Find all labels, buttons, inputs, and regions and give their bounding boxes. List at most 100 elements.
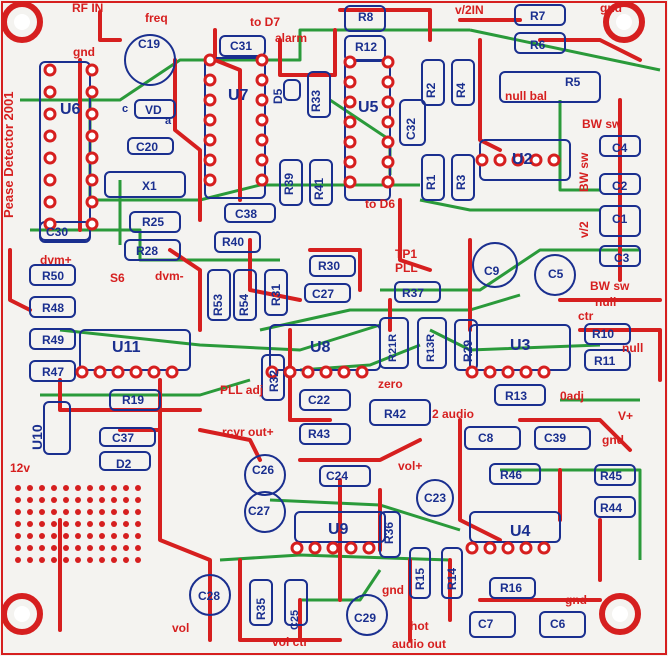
- proto-pad: [75, 533, 81, 539]
- resistor-outline: [309, 255, 356, 277]
- res-r25: R25: [142, 215, 165, 229]
- ic-pin-pad: [381, 115, 395, 129]
- mounting-hole: [1, 593, 43, 635]
- proto-pad: [39, 521, 45, 527]
- cap-outline: [464, 426, 521, 450]
- regulator-outline: [43, 401, 71, 455]
- ic-pin-pad: [203, 53, 217, 67]
- label-v2in: v/2IN: [455, 3, 484, 17]
- res-r49: R49: [42, 333, 65, 347]
- resistor-outline: [594, 496, 636, 518]
- cap-outline: [219, 35, 266, 57]
- diode-outline: [99, 451, 151, 471]
- bottom-trace: [40, 378, 251, 397]
- ic-pin-pad: [355, 365, 369, 379]
- ic-pin-pad: [43, 107, 57, 121]
- proto-pad: [75, 521, 81, 527]
- cap-outline: [599, 135, 641, 157]
- resistor-outline: [584, 349, 631, 371]
- diode-d5: D5: [271, 88, 285, 104]
- label-pll-adj: PLL adj: [220, 383, 264, 397]
- mounting-hole: [1, 1, 43, 43]
- cap-c24: C24: [326, 469, 349, 483]
- resistor-outline: [369, 399, 431, 426]
- res-r32: R32: [267, 369, 281, 392]
- cap-outline: [534, 426, 591, 450]
- res-r45: R45: [600, 469, 623, 483]
- cap-c29: C29: [354, 611, 377, 625]
- bottom-trace: [219, 553, 451, 562]
- res-r2: R2: [424, 82, 438, 98]
- ic-pin-pad: [43, 85, 57, 99]
- ic-pin-pad: [203, 173, 217, 187]
- proto-pad: [111, 545, 117, 551]
- label-to-d7: to D7: [250, 15, 280, 29]
- ic-pin-pad: [511, 153, 525, 167]
- ic-pin-pad: [381, 95, 395, 109]
- label-freq: freq: [145, 11, 168, 25]
- electrolytic-cap-outline: [124, 34, 176, 86]
- top-trace: [578, 328, 662, 382]
- proto-pad: [51, 497, 57, 503]
- ic-pin-pad: [75, 365, 89, 379]
- cap-c22: C22: [308, 393, 331, 407]
- resistor-outline: [261, 354, 285, 401]
- proto-pad: [15, 485, 21, 491]
- proto-pad: [87, 497, 93, 503]
- ic-pin-pad: [85, 151, 99, 165]
- cap-c25: C25: [289, 609, 301, 630]
- res-r47: R47: [42, 365, 65, 379]
- cap-outline: [39, 221, 91, 241]
- resistor-outline: [451, 59, 475, 106]
- res-r35: R35: [254, 597, 268, 620]
- chip-u4: U4: [510, 523, 531, 540]
- proto-pad: [39, 509, 45, 515]
- ic-pin-pad: [85, 173, 99, 187]
- proto-pad: [87, 545, 93, 551]
- proto-pad: [51, 557, 57, 563]
- cap-outline: [284, 579, 308, 626]
- label-zero-adj: 0adj: [560, 389, 585, 403]
- cap-c19: C19: [138, 37, 161, 51]
- cap-c39: C39: [544, 431, 567, 445]
- proto-pad: [123, 545, 129, 551]
- top-trace: [248, 238, 302, 302]
- proto-pad: [63, 521, 69, 527]
- cap-c28: C28: [198, 589, 221, 603]
- proto-pad: [15, 497, 21, 503]
- ic-pin-pad: [475, 153, 489, 167]
- proto-pad: [135, 545, 141, 551]
- cap-outline: [539, 611, 586, 638]
- cap-outline: [127, 137, 174, 155]
- chip-u5: U5: [358, 99, 379, 116]
- cap-outline: [319, 465, 371, 487]
- resistor-outline: [309, 159, 333, 206]
- res-r54: R54: [237, 293, 251, 316]
- varactor-anode-label: a: [165, 115, 172, 127]
- cap-c9: C9: [484, 264, 500, 278]
- label-bw-sw-1: BW sw: [582, 117, 622, 131]
- cap-c6: C6: [550, 617, 566, 631]
- proto-pad: [123, 557, 129, 563]
- ic-pin-pad: [203, 153, 217, 167]
- label-alarm: alarm: [275, 31, 308, 45]
- res-r16: R16: [500, 581, 523, 595]
- proto-pad: [111, 485, 117, 491]
- top-trace: [398, 198, 432, 272]
- label-dvm-plus: dvm+: [40, 253, 72, 267]
- proto-pad: [87, 509, 93, 515]
- crystal-outline: [104, 171, 186, 198]
- label-bw-sw-2: BW sw: [577, 152, 591, 192]
- proto-pad: [87, 533, 93, 539]
- proto-pad: [15, 533, 21, 539]
- ic-pin-pad: [381, 75, 395, 89]
- top-trace: [98, 10, 122, 42]
- proto-pad: [75, 557, 81, 563]
- ic-pin-pad: [203, 73, 217, 87]
- top-trace: [478, 38, 502, 152]
- proto-pad: [99, 533, 105, 539]
- varactor-cathode-label: c: [122, 103, 129, 115]
- bottom-trace: [558, 100, 600, 192]
- top-trace: [213, 28, 242, 202]
- res-r43: R43: [308, 427, 331, 441]
